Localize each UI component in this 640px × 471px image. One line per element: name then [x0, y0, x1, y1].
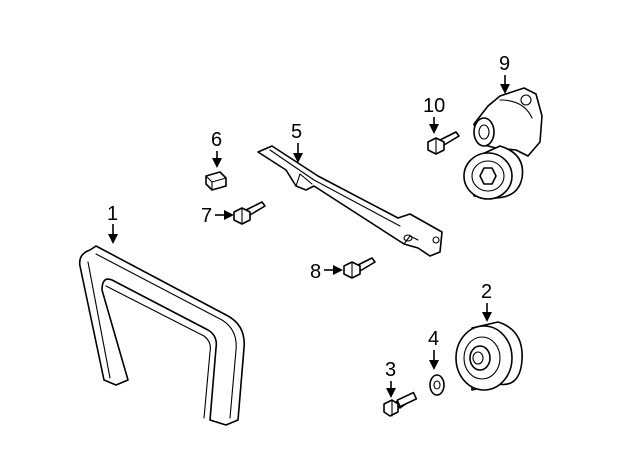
- leader-arrow-1: [108, 224, 118, 244]
- leader-arrow-2: [482, 303, 492, 322]
- bracket-bolt-lower: [343, 257, 376, 279]
- callout-10: 10: [423, 95, 445, 117]
- callout-3: 3: [385, 359, 396, 381]
- leader-arrow-8: [324, 265, 343, 275]
- pulley-bolt: [383, 391, 418, 417]
- leader-arrow-6: [212, 151, 222, 168]
- leader-arrow-3: [386, 381, 396, 398]
- leader-arrow-5: [293, 143, 303, 163]
- belt-tensioner: [463, 87, 543, 200]
- leader-arrow-9: [500, 75, 510, 94]
- callout-8: 8: [310, 261, 321, 283]
- callout-7: 7: [201, 205, 212, 227]
- callout-2: 2: [481, 281, 492, 303]
- bracket-bolt-upper: [233, 201, 266, 225]
- leader-arrow-10: [429, 117, 439, 134]
- clip-nut: [205, 171, 227, 191]
- callout-9: 9: [499, 53, 510, 75]
- leader-arrow-7: [215, 210, 234, 220]
- washer: [429, 374, 445, 396]
- callout-4: 4: [428, 328, 439, 350]
- callout-5: 5: [291, 121, 302, 143]
- serpentine-belt: [78, 245, 245, 426]
- mounting-bracket: [257, 145, 443, 257]
- callout-1: 1: [107, 203, 118, 225]
- callout-6: 6: [211, 129, 222, 151]
- leader-arrow-4: [429, 350, 439, 370]
- tensioner-bolt: [427, 131, 460, 155]
- idler-pulley: [455, 321, 523, 391]
